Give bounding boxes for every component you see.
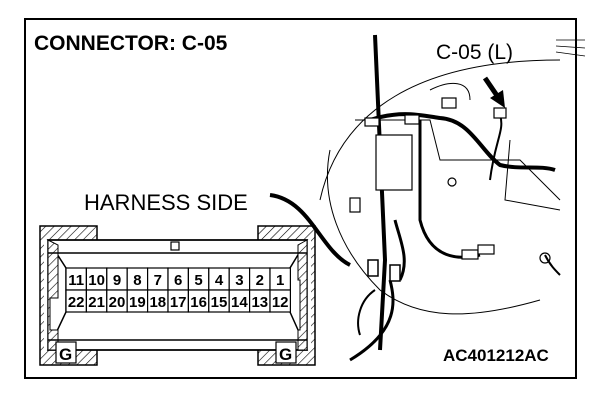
harness-side-label: HARNESS SIDE [84, 190, 248, 215]
pin-number: 7 [154, 272, 162, 289]
pin-number: 10 [88, 272, 105, 289]
ground-label: G [279, 345, 292, 364]
arrow-icon [482, 76, 505, 108]
pin-number: 20 [109, 294, 126, 311]
pin-number: 15 [211, 294, 228, 311]
pin-number: 5 [194, 272, 202, 289]
pin-number: 13 [251, 294, 268, 311]
ground-label: G [59, 345, 72, 364]
ground-marker-left [55, 341, 77, 364]
pin-number: 9 [113, 272, 121, 289]
pin-number: 19 [129, 294, 146, 311]
pin-number: 21 [88, 294, 105, 311]
harness-illustration [269, 34, 586, 362]
pin-number: 2 [256, 272, 264, 289]
pin-number: 3 [235, 272, 243, 289]
pin-number: 12 [272, 294, 289, 311]
pin-number: 16 [190, 294, 207, 311]
pin-number: 18 [149, 294, 166, 311]
diagram-frame [24, 18, 577, 379]
connector-callout-label: C-05 (L) [436, 41, 514, 64]
pin-number: 22 [68, 294, 85, 311]
pin-number: 11 [68, 272, 84, 289]
pin-number: 1 [276, 272, 284, 289]
figure-code: AC401212AC [443, 346, 549, 365]
pin-number: 14 [231, 294, 248, 311]
connector-title: CONNECTOR: C-05 [34, 32, 228, 55]
ground-marker-right [275, 341, 297, 364]
pin-number: 8 [133, 272, 141, 289]
pin-number: 4 [215, 272, 224, 289]
pin-cell [269, 289, 291, 313]
pin-number: 17 [170, 294, 187, 311]
pin-number: 6 [174, 272, 182, 289]
